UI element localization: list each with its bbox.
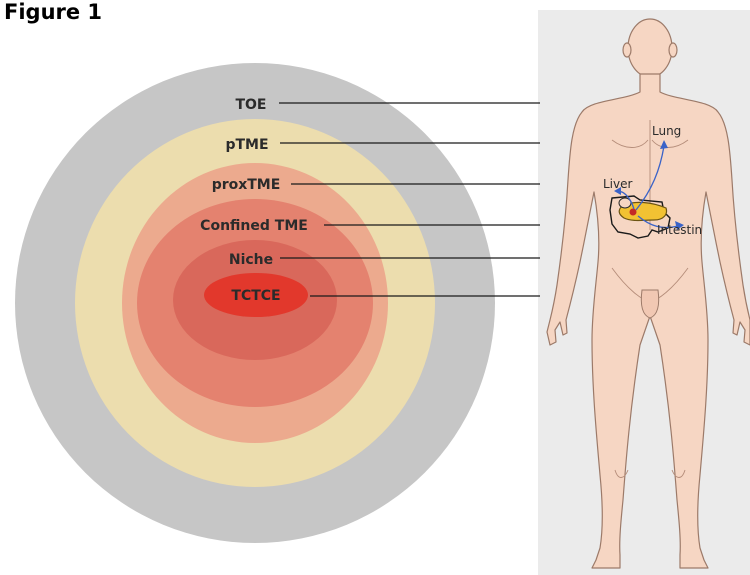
intestine-label: Intestin bbox=[657, 223, 702, 237]
label-ptme: pTME bbox=[225, 137, 268, 153]
body-panel: Lung Liver Intestin bbox=[538, 10, 750, 575]
label-confined-tme: Confined TME bbox=[200, 218, 308, 234]
label-toe: TOE bbox=[235, 97, 266, 113]
label-niche: Niche bbox=[229, 252, 273, 268]
label-proxtme: proxTME bbox=[212, 177, 281, 193]
lung-label: Lung bbox=[652, 124, 681, 138]
liver-label: Liver bbox=[603, 177, 633, 191]
tumor-dot bbox=[630, 209, 637, 216]
label-tctce: TCTCE bbox=[231, 288, 280, 304]
